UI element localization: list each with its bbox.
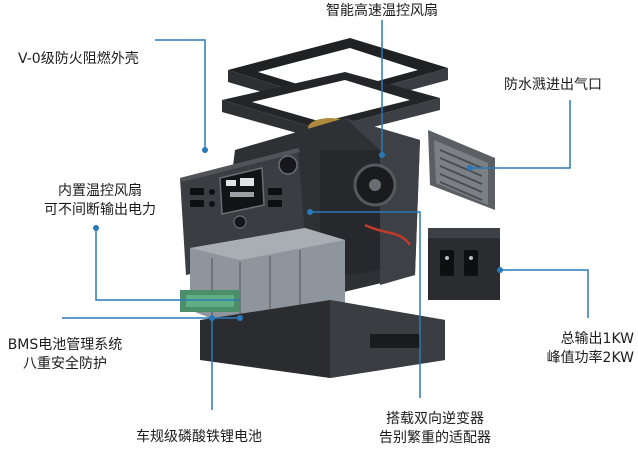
label-fan-top-text: 智能高速温控风扇 — [326, 3, 438, 19]
label-shell: V-0级防火阻燃外壳 — [18, 50, 139, 69]
label-fan-top: 智能高速温控风扇 — [282, 2, 482, 21]
label-inverter: 搭载双向逆变器 告别繁重的适配器 — [350, 410, 520, 448]
callout-line-internal-fan — [95, 228, 240, 301]
top-frame — [222, 38, 448, 140]
label-waterproof-vent: 防水溅进出气口 — [504, 76, 602, 95]
label-output: 总输出1KW 峰值功率2KW — [510, 330, 634, 368]
device-base — [200, 300, 445, 378]
callout-line-output — [500, 269, 589, 318]
label-battery-text: 车规级磷酸铁锂电池 — [136, 429, 262, 445]
label-inverter-line1: 搭载双向逆变器 — [386, 411, 484, 427]
label-bms-line2: 八重安全防护 — [23, 356, 107, 372]
side-vent-grille — [428, 130, 495, 210]
label-bms-line1: BMS电池管理系统 — [7, 337, 123, 353]
label-internal-fan: 内置温控风扇 可不间断输出电力 — [20, 182, 180, 220]
label-shell-text: V-0级防火阻燃外壳 — [18, 51, 139, 67]
label-output-line1: 总输出1KW — [560, 331, 634, 347]
callout-line-shell — [155, 39, 206, 150]
label-inverter-line2: 告别繁重的适配器 — [379, 430, 491, 446]
ac-outlet-panel — [428, 228, 500, 300]
callout-lines — [62, 20, 589, 410]
label-internal-fan-line2: 可不间断输出电力 — [44, 202, 156, 218]
callout-line-vent — [470, 100, 571, 169]
label-internal-fan-line1: 内置温控风扇 — [58, 183, 142, 199]
callout-line-inverter — [310, 211, 421, 398]
label-output-line2: 峰值功率2KW — [546, 350, 634, 366]
label-bms: BMS电池管理系统 八重安全防护 — [0, 336, 130, 374]
label-battery: 车规级磷酸铁锂电池 — [136, 428, 262, 447]
label-vent-text: 防水溅进出气口 — [504, 77, 602, 93]
